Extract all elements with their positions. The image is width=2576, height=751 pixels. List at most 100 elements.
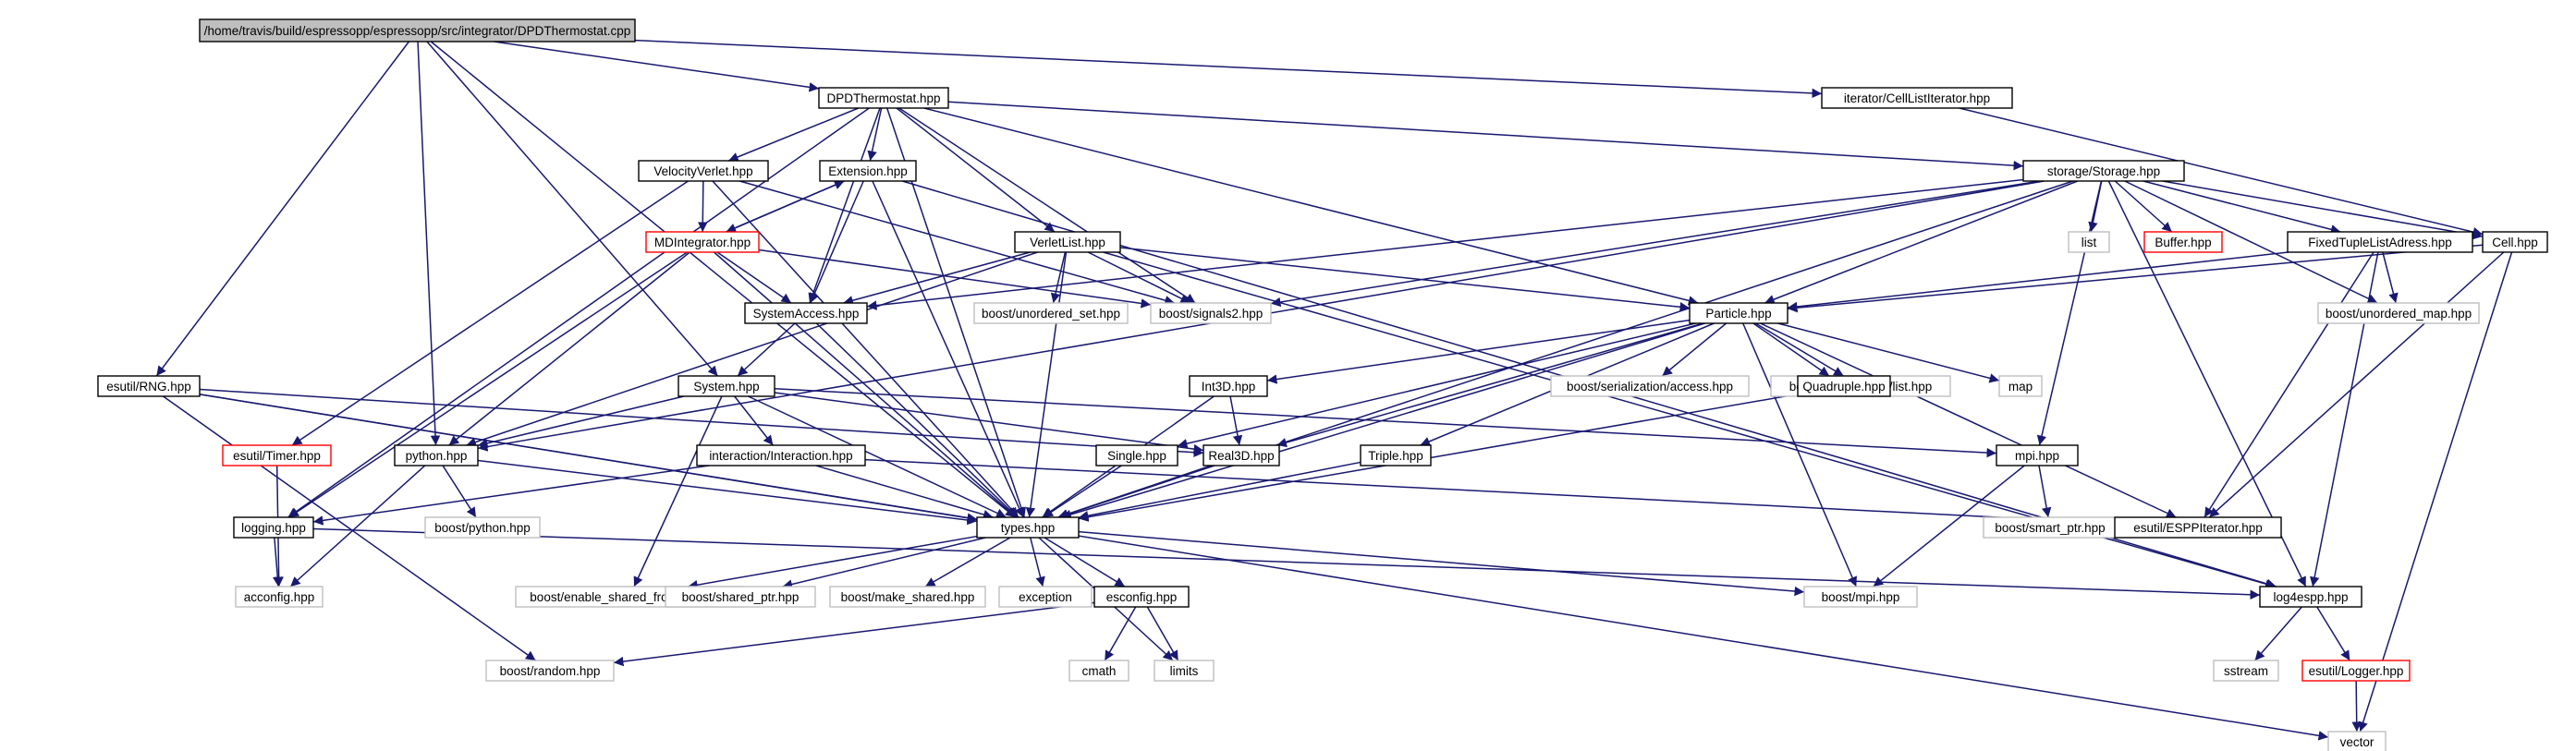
node-box-esppit[interactable] <box>2114 516 2282 539</box>
node-buffer[interactable]: Buffer.hpp <box>2143 231 2223 253</box>
node-triple[interactable]: Triple.hpp <box>1360 444 1432 466</box>
edge-mpi-to-bmpi <box>1873 465 2025 587</box>
node-ext[interactable]: Extension.hpp <box>819 160 917 182</box>
node-storage[interactable]: storage/Storage.hpp <box>2022 160 2185 182</box>
node-box-sysacc[interactable] <box>744 302 868 324</box>
node-box-timer[interactable] <box>222 444 332 466</box>
node-logging[interactable]: logging.hpp <box>233 516 314 539</box>
node-types[interactable]: types.hpp <box>976 516 1080 539</box>
node-box-umap[interactable] <box>2317 302 2480 324</box>
node-box-types[interactable] <box>976 516 1080 539</box>
node-box-logging[interactable] <box>233 516 314 539</box>
node-box-dpdh[interactable] <box>818 87 949 109</box>
node-box-quad[interactable] <box>1797 375 1891 397</box>
node-box-exception[interactable] <box>998 586 1093 608</box>
node-sig2[interactable]: boost/signals2.hpp <box>1150 302 1272 324</box>
node-box-mpi[interactable] <box>1996 444 2079 466</box>
node-exception[interactable]: exception <box>998 586 1093 608</box>
node-box-limits[interactable] <box>1154 660 1215 682</box>
node-box-cell[interactable] <box>2482 231 2548 253</box>
node-box-sig2[interactable] <box>1150 302 1272 324</box>
node-box-ext[interactable] <box>819 160 917 182</box>
node-box-cmath[interactable] <box>1068 660 1129 682</box>
node-box-mdint[interactable] <box>645 231 760 253</box>
node-logger[interactable]: esutil/Logger.hpp <box>2301 660 2411 682</box>
node-umap[interactable]: boost/unordered_map.hpp <box>2317 302 2480 324</box>
node-box-real3d[interactable] <box>1203 444 1280 466</box>
node-mpi[interactable]: mpi.hpp <box>1996 444 2079 466</box>
node-cell[interactable]: Cell.hpp <box>2482 231 2548 253</box>
node-box-particle[interactable] <box>1689 302 1789 324</box>
node-box-log4[interactable] <box>2259 586 2362 608</box>
node-particle[interactable]: Particle.hpp <box>1689 302 1789 324</box>
node-timer[interactable]: esutil/Timer.hpp <box>222 444 332 466</box>
node-box-esconfig[interactable] <box>1093 586 1190 608</box>
node-map[interactable]: map <box>1998 375 2043 397</box>
node-box-rng[interactable] <box>97 375 201 397</box>
node-bmpi[interactable]: boost/mpi.hpp <box>1803 586 1918 608</box>
node-ftla[interactable]: FixedTupleListAdress.hpp <box>2287 231 2473 253</box>
node-bsmart[interactable]: boost/smart_ptr.hpp <box>1983 516 2118 539</box>
node-uset[interactable]: boost/unordered_set.hpp <box>973 302 1129 324</box>
node-bpython[interactable]: boost/python.hpp <box>424 516 541 539</box>
node-quad[interactable]: Quadruple.hpp <box>1797 375 1891 397</box>
node-bsa[interactable]: boost/serialization/access.hpp <box>1550 375 1750 397</box>
node-box-storage[interactable] <box>2022 160 2185 182</box>
node-bshared[interactable]: boost/shared_ptr.hpp <box>665 586 816 608</box>
node-list[interactable]: list <box>2068 231 2110 253</box>
node-box-bmpi[interactable] <box>1803 586 1918 608</box>
node-system[interactable]: System.hpp <box>678 375 775 397</box>
node-box-vector[interactable] <box>2327 731 2387 751</box>
node-box-int3d[interactable] <box>1189 375 1268 397</box>
node-box-inter[interactable] <box>696 444 866 466</box>
node-box-cliter[interactable] <box>1821 87 2013 109</box>
edge-root-to-cliter <box>634 39 1823 99</box>
node-box-vv[interactable] <box>638 160 769 182</box>
node-root[interactable]: /home/travis/build/espressopp/espressopp… <box>199 18 636 42</box>
node-box-map[interactable] <box>1998 375 2043 397</box>
node-box-python[interactable] <box>394 444 479 466</box>
node-single[interactable]: Single.hpp <box>1095 444 1178 466</box>
node-vlist[interactable]: VerletList.hpp <box>1014 231 1121 253</box>
node-box-bsa[interactable] <box>1550 375 1750 397</box>
node-box-system[interactable] <box>678 375 775 397</box>
node-box-bshared[interactable] <box>665 586 816 608</box>
node-cliter[interactable]: iterator/CellListIterator.hpp <box>1821 87 2013 109</box>
node-limits[interactable]: limits <box>1154 660 1215 682</box>
node-box-root[interactable] <box>199 18 636 42</box>
node-int3d[interactable]: Int3D.hpp <box>1189 375 1268 397</box>
node-label-limits: limits <box>1170 664 1199 678</box>
node-dpdh[interactable]: DPDThermostat.hpp <box>818 87 949 109</box>
node-box-uset[interactable] <box>973 302 1129 324</box>
node-box-logger[interactable] <box>2301 660 2411 682</box>
node-inter[interactable]: interaction/Interaction.hpp <box>696 444 866 466</box>
node-rng[interactable]: esutil/RNG.hpp <box>97 375 201 397</box>
node-box-ftla[interactable] <box>2287 231 2473 253</box>
node-vector[interactable]: vector <box>2327 731 2387 751</box>
node-box-triple[interactable] <box>1360 444 1432 466</box>
node-box-sstream[interactable] <box>2213 660 2279 682</box>
node-box-vlist[interactable] <box>1014 231 1121 253</box>
node-brandom[interactable]: boost/random.hpp <box>485 660 615 682</box>
node-acconfig[interactable]: acconfig.hpp <box>235 586 324 608</box>
node-cmath[interactable]: cmath <box>1068 660 1129 682</box>
node-vv[interactable]: VelocityVerlet.hpp <box>638 160 769 182</box>
node-label-bmpi: boost/mpi.hpp <box>1822 590 1900 604</box>
node-box-bpython[interactable] <box>424 516 541 539</box>
node-bmake[interactable]: boost/make_shared.hpp <box>829 586 986 608</box>
node-log4[interactable]: log4espp.hpp <box>2259 586 2362 608</box>
node-box-acconfig[interactable] <box>235 586 324 608</box>
node-box-list[interactable] <box>2068 231 2110 253</box>
node-sstream[interactable]: sstream <box>2213 660 2279 682</box>
node-box-buffer[interactable] <box>2143 231 2223 253</box>
node-real3d[interactable]: Real3D.hpp <box>1203 444 1280 466</box>
node-box-bmake[interactable] <box>829 586 986 608</box>
node-box-single[interactable] <box>1095 444 1178 466</box>
node-label-acconfig: acconfig.hpp <box>244 590 315 604</box>
node-sysacc[interactable]: SystemAccess.hpp <box>744 302 868 324</box>
node-esconfig[interactable]: esconfig.hpp <box>1093 586 1190 608</box>
node-box-brandom[interactable] <box>485 660 615 682</box>
node-python[interactable]: python.hpp <box>394 444 479 466</box>
node-mdint[interactable]: MDIntegrator.hpp <box>645 231 760 253</box>
node-esppit[interactable]: esutil/ESPPIterator.hpp <box>2114 516 2282 539</box>
